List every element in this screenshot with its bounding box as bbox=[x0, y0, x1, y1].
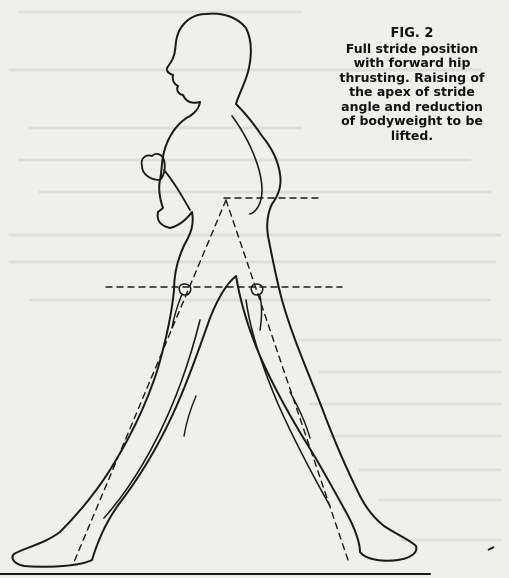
caption-line-4: the apex of stride bbox=[316, 85, 508, 100]
caption-line-6: of bodyweight to be bbox=[316, 114, 508, 129]
caption-line-2: with forward hip bbox=[316, 56, 508, 71]
forearm-outline bbox=[164, 170, 190, 210]
stride-angle-line-front bbox=[226, 200, 348, 560]
leading-leg-inner bbox=[246, 300, 330, 506]
stride-angle-line-rear bbox=[74, 200, 226, 562]
trailing-leg-inner bbox=[104, 320, 200, 518]
caption-line-3: thrusting. Raising of bbox=[316, 71, 508, 86]
rear-hip-joint bbox=[251, 284, 263, 330]
trailing-knee-detail bbox=[184, 396, 196, 436]
figure-label: FIG. 2 bbox=[316, 27, 508, 42]
caption-line-5: angle and reduction bbox=[316, 100, 508, 115]
figure-caption: FIG. 2 Full stride position with forward… bbox=[316, 27, 508, 143]
caption-line-7: lifted. bbox=[316, 129, 508, 144]
ink-speck bbox=[488, 547, 494, 550]
caption-line-1: Full stride position bbox=[316, 42, 508, 57]
